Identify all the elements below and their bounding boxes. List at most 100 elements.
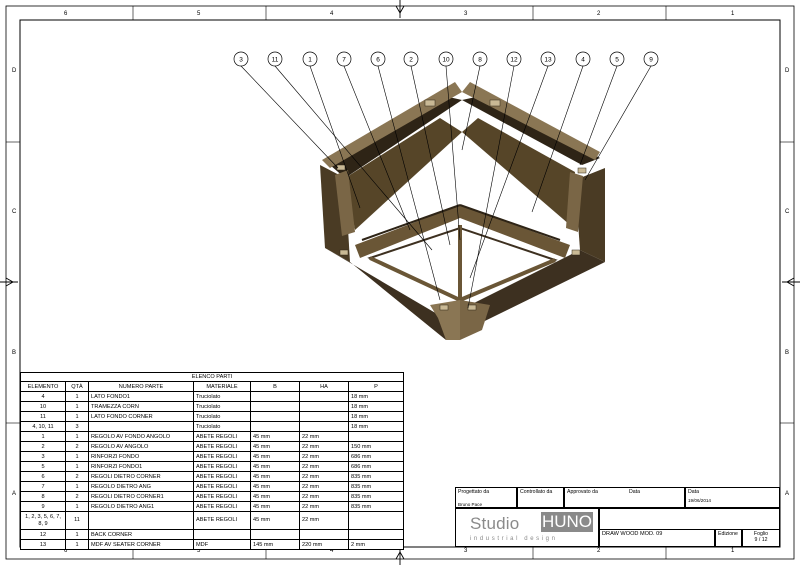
- header-ha: HA: [299, 381, 349, 392]
- parts-list-table: ELENCO PARTI ELEMENTO QTÀ NUMERO PARTE M…: [20, 372, 404, 550]
- cell-p: 835 mm: [348, 481, 404, 492]
- zone-label-col-3: 3: [464, 11, 468, 17]
- cell-materiale: ABETE REGOLI: [193, 451, 251, 462]
- balloon-circle: [438, 51, 454, 67]
- cell-numero-parte: BACK CORNER: [88, 529, 194, 540]
- cell-materiale: [193, 529, 251, 540]
- balloon-8: 8: [472, 51, 488, 67]
- cell-qta: 2: [65, 441, 89, 452]
- cell-b: 45 mm: [250, 441, 300, 452]
- balloon-2: 2: [403, 51, 419, 67]
- cell-materiale: Truciolato: [193, 401, 251, 412]
- zone-label-col-6: 6: [64, 11, 68, 17]
- checked-by-label: Controllato da: [520, 489, 553, 495]
- balloon-number: 4: [581, 57, 585, 64]
- zone-label-row-c: C: [12, 209, 17, 215]
- balloon-circle: [370, 51, 386, 67]
- balloon-4: 4: [575, 51, 591, 67]
- cell-p: [348, 431, 404, 442]
- cell-elemento: 3: [20, 451, 66, 462]
- designed-by-value: Bruno Pace: [458, 502, 483, 507]
- cell-materiale: ABETE REGOLI: [193, 441, 251, 452]
- cell-b: 45 mm: [250, 491, 300, 502]
- balloon-number: 9: [649, 57, 653, 64]
- cell-elemento: 10: [20, 401, 66, 412]
- cell-qta: 1: [65, 539, 89, 550]
- balloon-number: 5: [615, 57, 619, 64]
- cell-b: 45 mm: [250, 431, 300, 442]
- cell-p: 835 mm: [348, 471, 404, 482]
- approved-by-cell: Approvato da Data: [564, 487, 685, 508]
- cell-numero-parte: [88, 511, 194, 530]
- approved-date-label: Data: [629, 489, 640, 495]
- balloon-circle: [233, 51, 249, 67]
- parts-list-title: ELENCO PARTI: [20, 372, 404, 381]
- cell-ha: 22 mm: [299, 471, 349, 482]
- balloon-circle: [267, 51, 283, 67]
- balloon-9: 9: [643, 51, 659, 67]
- cell-numero-parte: REGOLO DIETRO ANG: [88, 481, 194, 492]
- balloon-number: 13: [544, 57, 552, 64]
- cell-numero-parte: REGOLO AV FONDO ANGOLO: [88, 431, 194, 442]
- balloon-7: 7: [336, 51, 352, 67]
- balloon-leader-lines: [240, 65, 652, 309]
- cell-numero-parte: REGOLO AV ANGOLO: [88, 441, 194, 452]
- drawing-title: DRAW WOOD MOD. 09: [602, 531, 663, 537]
- balloon-number: 6: [376, 57, 380, 64]
- date-label: Data: [688, 489, 699, 495]
- zone-label-row-a-right: A: [785, 491, 790, 497]
- cell-numero-parte: TRAMEZZA CORN: [88, 401, 194, 412]
- cell-b: 45 mm: [250, 501, 300, 512]
- cell-qta: 1: [65, 501, 89, 512]
- cell-elemento: 13: [20, 539, 66, 550]
- cell-ha: 22 mm: [299, 481, 349, 492]
- edition-label: Edizione: [718, 531, 738, 537]
- cell-b: [250, 391, 300, 402]
- cell-elemento: 1, 2, 3, 5, 6, 7, 8, 9: [20, 511, 66, 530]
- cell-qta: 1: [65, 411, 89, 422]
- title-block: Progettato da Bruno Pace Controllato da …: [455, 487, 780, 547]
- cell-materiale: Truciolato: [193, 421, 251, 432]
- logo-text-huno: HUNO: [541, 512, 593, 532]
- cell-b: [250, 529, 300, 540]
- cell-b: 45 mm: [250, 481, 300, 492]
- balloon-number: 12: [510, 57, 518, 64]
- balloon-circle: [403, 51, 419, 67]
- balloon-number: 1: [308, 57, 312, 64]
- balloon-11: 11: [267, 51, 283, 67]
- cell-p: 18 mm: [348, 391, 404, 402]
- header-materiale: MATERIALE: [193, 381, 251, 392]
- cell-elemento: 6: [20, 471, 66, 482]
- logo-text-studio: Studio: [470, 514, 520, 533]
- cell-elemento: 7: [20, 481, 66, 492]
- cell-elemento: 4, 10, 11: [20, 421, 66, 432]
- cell-numero-parte: LATO FONDO CORNER: [88, 411, 194, 422]
- designed-by-label: Progettato da: [458, 489, 490, 495]
- zone-label-col-3-bottom: 3: [464, 548, 468, 554]
- cell-ha: [299, 411, 349, 422]
- cell-ha: 220 mm: [299, 539, 349, 550]
- cell-elemento: 9: [20, 501, 66, 512]
- zone-label-col-6-bottom: 6: [64, 548, 68, 554]
- zone-label-col-1: 1: [731, 11, 735, 17]
- zone-label-col-2: 2: [597, 11, 601, 17]
- zone-label-col-5: 5: [197, 11, 201, 17]
- balloon-number: 11: [272, 57, 279, 64]
- cell-p: 686 mm: [348, 451, 404, 462]
- cell-b: 45 mm: [250, 511, 300, 530]
- drawing-title-cell: DRAW WOOD MOD. 09: [599, 529, 715, 547]
- cell-numero-parte: MDF AV SEATER CORNER: [88, 539, 194, 550]
- zone-label-row-a: A: [12, 491, 17, 497]
- cell-ha: [299, 391, 349, 402]
- cell-ha: 22 mm: [299, 501, 349, 512]
